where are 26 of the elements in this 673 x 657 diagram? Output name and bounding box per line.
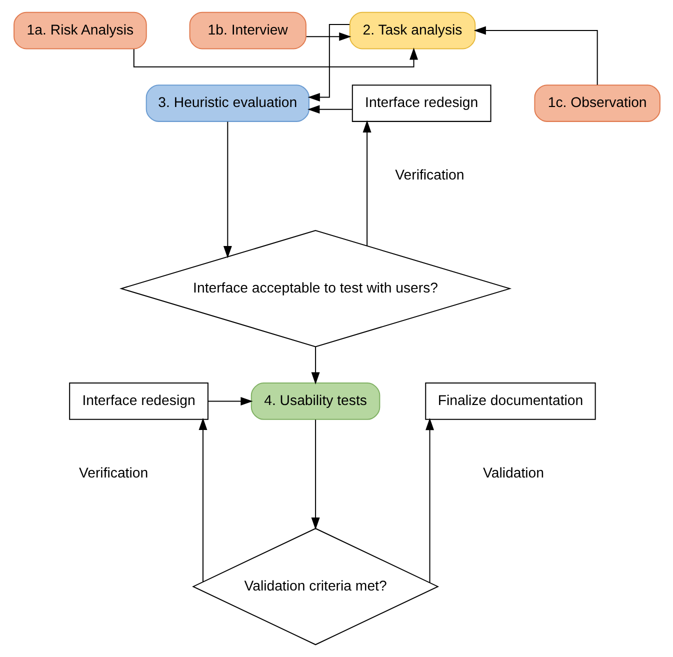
node-box: Interface redesign <box>351 84 491 122</box>
arrow <box>310 346 320 384</box>
node-diamond: Validation criteria met? <box>192 528 439 646</box>
arrow <box>208 396 252 406</box>
node-box: Interface redesign <box>68 382 208 420</box>
node-box: 1b. Interview <box>188 12 306 50</box>
node-box: 4. Usability tests <box>250 382 380 420</box>
node-box: 1a. Risk Analysis <box>13 12 146 50</box>
arrow <box>307 105 352 114</box>
arrow <box>306 32 351 41</box>
label: Validation <box>482 464 544 481</box>
arrow <box>222 122 232 258</box>
arrow <box>307 24 350 102</box>
node-box: Finalize documentation <box>424 382 596 420</box>
label: Verification <box>78 464 148 481</box>
node-box: 2. Task analysis <box>348 12 476 50</box>
arrow <box>362 120 371 246</box>
arrow <box>425 418 434 583</box>
arrow <box>473 26 598 85</box>
arrow <box>310 420 320 530</box>
node-diamond: Interface acceptable to test with users? <box>118 230 512 348</box>
arrow <box>198 418 207 582</box>
node-box: 3. Heuristic evaluation <box>145 84 309 122</box>
arrow <box>132 48 418 68</box>
node-box: 1c. Observation <box>534 84 660 122</box>
label: Verification <box>394 166 464 183</box>
